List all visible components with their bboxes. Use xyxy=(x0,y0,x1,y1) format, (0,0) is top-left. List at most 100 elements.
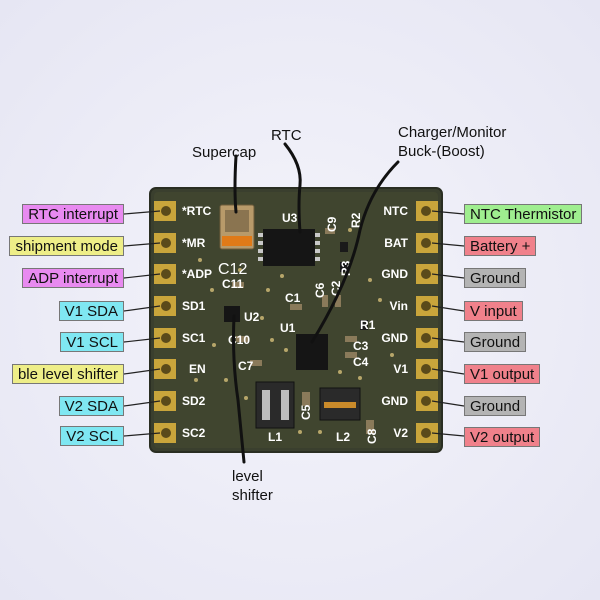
refdes-c9: C9 xyxy=(325,216,339,232)
rtc-pin xyxy=(315,249,320,253)
level-shifter-chip xyxy=(224,306,240,322)
refdes-labels: U3 C9 R2 R3 C12 C11 C6 C2 C1 U2 U1 R1 C1… xyxy=(218,211,379,444)
rtc-pin xyxy=(258,257,263,261)
silk-pin-left: SD1 xyxy=(182,299,206,313)
refdes-l2: L2 xyxy=(336,430,350,444)
capacitor xyxy=(322,295,328,307)
rtc-pin xyxy=(315,241,320,245)
silk-pin-left: SC1 xyxy=(182,331,206,345)
left-label-v2-scl: V2 SCL xyxy=(60,426,124,446)
rtc-pin xyxy=(258,241,263,245)
leader-line xyxy=(123,368,161,375)
left-label-v1-scl: V1 SCL xyxy=(60,332,124,352)
silk-right: NTC BAT GND Vin GND V1 GND V2 xyxy=(381,204,408,440)
via xyxy=(348,228,352,232)
via xyxy=(198,258,202,262)
capacitor xyxy=(366,420,374,434)
right-pad-hole xyxy=(421,333,431,343)
rtc-pin xyxy=(315,257,320,261)
refdes-c7: C7 xyxy=(238,359,254,373)
rtc-pin xyxy=(258,233,263,237)
via xyxy=(318,430,322,434)
pcb-surface xyxy=(154,192,438,448)
leader-line xyxy=(123,400,161,407)
charger-callout-line2: Buck-(Boost) xyxy=(398,143,485,160)
inductor-l1-pad xyxy=(262,390,270,420)
right-pad-hole xyxy=(421,396,431,406)
left-pad-hole xyxy=(161,301,171,311)
callout-wires xyxy=(232,142,400,464)
refdes-u2: U2 xyxy=(244,310,260,324)
refdes-c8: C8 xyxy=(365,428,379,444)
refdes-c4: C4 xyxy=(353,355,369,369)
inductor-l2-band xyxy=(324,402,356,408)
capacitor xyxy=(302,392,310,406)
left-label-adp-interrupt: ADP interrupt xyxy=(22,268,124,288)
leader-line xyxy=(431,432,465,437)
rtc-body xyxy=(263,229,315,266)
inductor-l1-pad xyxy=(281,390,289,420)
left-label-enable-level-shifter: ble level shifter xyxy=(11,364,124,384)
right-pad-hole xyxy=(421,301,431,311)
via xyxy=(338,370,342,374)
right-label-v2-output: V2 output xyxy=(464,427,541,447)
passives xyxy=(232,228,374,434)
via xyxy=(284,348,288,352)
capacitor xyxy=(335,295,341,307)
left-pad-hole xyxy=(161,428,171,438)
via xyxy=(212,343,216,347)
capacitor xyxy=(232,282,244,288)
supercap-top xyxy=(225,210,249,232)
left-pad-hole xyxy=(161,364,171,374)
left-pad-hole xyxy=(161,396,171,406)
rtc-chip xyxy=(258,229,320,266)
leader-line xyxy=(431,305,465,312)
leader-line xyxy=(431,368,465,375)
via xyxy=(280,274,284,278)
via xyxy=(244,396,248,400)
rtc-callout: RTC xyxy=(271,127,302,144)
silk-pin-left: EN xyxy=(189,362,206,376)
silk-pin-right: Vin xyxy=(390,299,408,313)
right-pad-hole xyxy=(421,364,431,374)
refdes-c12: C12 xyxy=(218,261,247,278)
supercap-terminal xyxy=(222,236,252,246)
via xyxy=(194,378,198,382)
right-label-ntc-thermistor: NTC Thermistor xyxy=(464,204,583,224)
right-label-ground: Ground xyxy=(464,332,527,352)
refdes-c5: C5 xyxy=(299,404,313,420)
leader-line xyxy=(123,210,161,215)
left-label-shipment-mode: shipment mode xyxy=(9,236,124,256)
refdes-c10: C10 xyxy=(228,333,250,347)
capacitor xyxy=(250,360,262,366)
leader-line xyxy=(431,210,465,215)
inductor-l2 xyxy=(319,387,361,421)
level-callout-line2: shifter xyxy=(232,487,273,504)
via xyxy=(368,278,372,282)
right-label-v1-output: V1 output xyxy=(464,364,541,384)
right-pad-hole xyxy=(421,206,431,216)
via xyxy=(210,288,214,292)
left-pad-hole xyxy=(161,206,171,216)
charger-wire xyxy=(310,160,400,344)
left-pad-hole xyxy=(161,269,171,279)
right-label-ground: Ground xyxy=(464,396,527,416)
rtc-pin xyxy=(315,233,320,237)
capacitor xyxy=(345,352,357,358)
via xyxy=(260,316,264,320)
silk-pin-left: SC2 xyxy=(182,426,206,440)
right-label-v-input: V input xyxy=(464,301,523,321)
refdes-r1: R1 xyxy=(360,318,376,332)
vias xyxy=(194,228,394,434)
via xyxy=(238,268,242,272)
silk-pin-left: SD2 xyxy=(182,394,206,408)
silk-pin-right: BAT xyxy=(384,236,408,250)
refdes-l1: L1 xyxy=(268,430,282,444)
supercap-callout: Supercap xyxy=(192,144,257,161)
label-leaders xyxy=(123,210,465,437)
silk-pin-right: NTC xyxy=(383,204,408,218)
leader-line xyxy=(123,242,161,247)
via xyxy=(270,338,274,342)
supercap-wire xyxy=(233,154,238,214)
